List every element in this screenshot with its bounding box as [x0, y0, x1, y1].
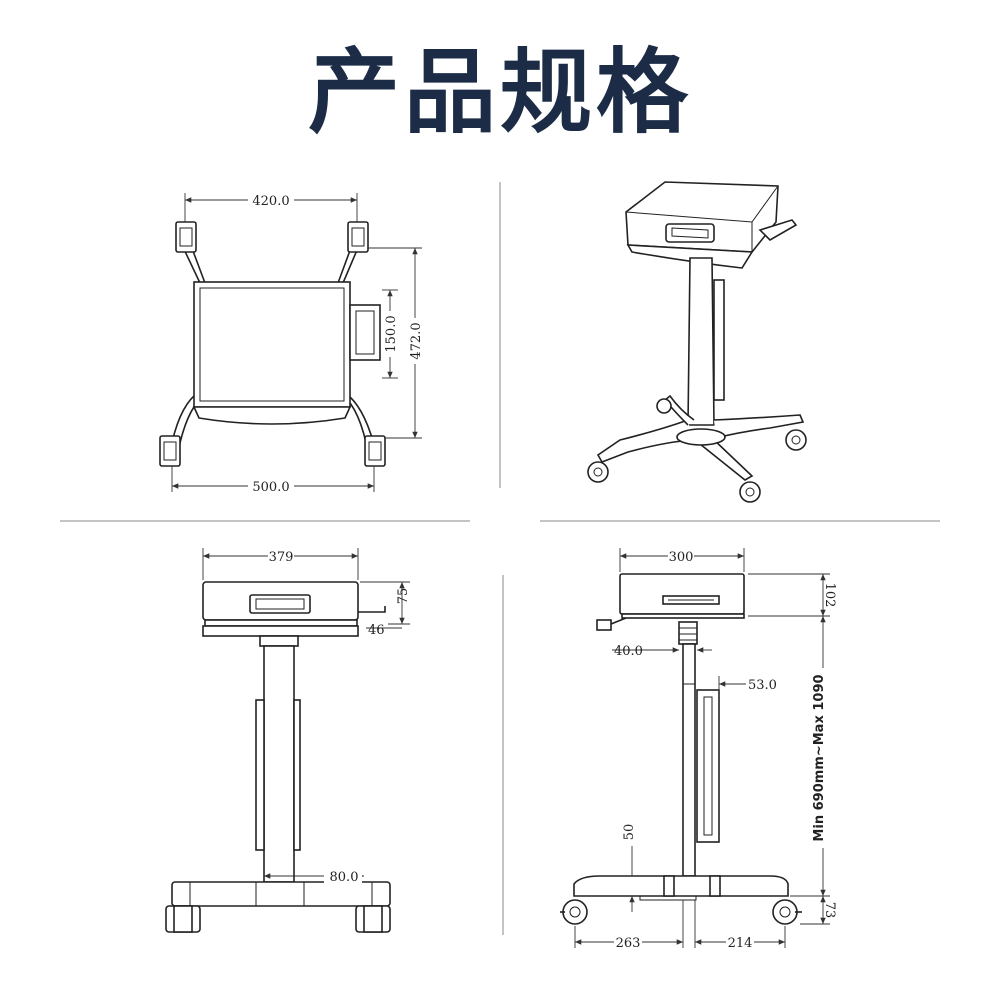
dim-box-height-side-label: 102	[822, 583, 837, 608]
dim-mount-label: 53.0	[748, 678, 777, 693]
dim-base-left-label: 263	[616, 936, 641, 951]
dim-column-label: 80.0	[330, 870, 359, 885]
front-view-drawing: 379 75 46 80.0	[165, 548, 411, 933]
dim-base-right-label: 214	[728, 936, 753, 951]
dim-base-width-label: 500.0	[252, 480, 289, 495]
dim-top-width-label: 420.0	[252, 194, 289, 209]
dim-depth-label: 472.0	[409, 322, 424, 359]
dim-foot-label: 50	[622, 824, 637, 841]
dim-box-height-label: 75	[396, 588, 411, 605]
page-title: 产品规格	[307, 39, 692, 146]
dim-caster-label: 73	[822, 902, 837, 919]
dim-box-width-label: 379	[269, 550, 294, 565]
dim-tray-label: 150.0	[384, 315, 399, 352]
dim-height-range-label: Min 690mm~Max 1090	[812, 674, 827, 841]
top-view-drawing: 420.0 500.0 472.0 150.0	[159, 192, 424, 495]
dim-box-depth-label: 300	[669, 550, 694, 565]
perspective-view-drawing	[587, 181, 807, 503]
dim-tray-offset-label: 46	[368, 623, 385, 638]
dim-post-label: 40.0	[614, 644, 643, 659]
side-view-drawing: 300 102 Min 690mm~Max 1090 73 40.0 53.0 …	[560, 548, 837, 951]
